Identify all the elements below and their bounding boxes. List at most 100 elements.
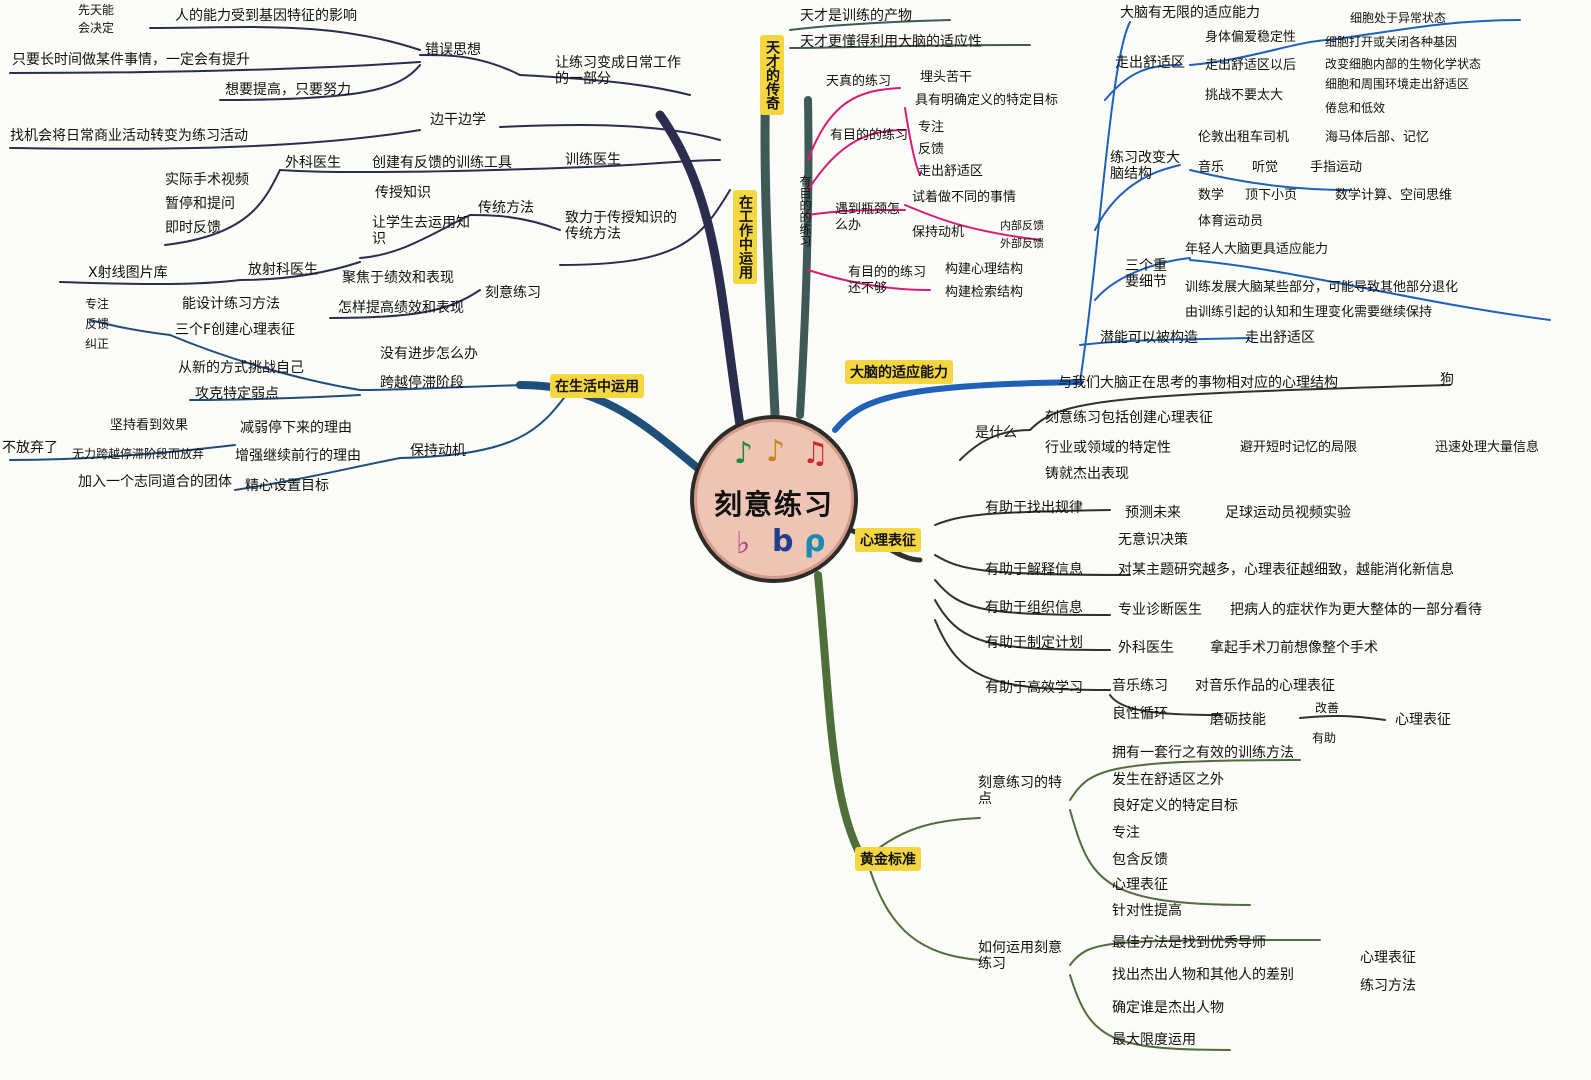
node-detail-2: 训练发展大脑某些部分，可能导致其他部分退化 xyxy=(1185,280,1459,295)
link-cycle-arrow xyxy=(1299,714,1386,721)
node-comfort-3: 挑战不要太大 xyxy=(1205,88,1284,103)
link-howto xyxy=(869,869,981,961)
node-wrong-3: 想要提高，只要努力 xyxy=(225,82,351,98)
link-stuck xyxy=(807,209,906,216)
trunk-adapt xyxy=(832,379,1083,433)
node-wrong-thought: 错误思想 xyxy=(425,42,481,58)
link-potential xyxy=(1079,337,1251,346)
link-trad xyxy=(469,214,561,231)
node-cycle-1: 磨砺技能 xyxy=(1210,712,1266,728)
link-doctor xyxy=(559,159,721,169)
node-no-progress: 没有进步怎么办 xyxy=(380,346,478,362)
link-work-daily xyxy=(519,74,691,96)
node-howto-2a: 心理表征 xyxy=(1360,950,1416,966)
node-purpose-3: 反馈 xyxy=(918,142,945,157)
node-create-mr: 三个F创建心理表征 xyxy=(175,322,296,338)
node-genius-1: 天才是训练的产物 xyxy=(800,8,912,24)
link-features-sub2 xyxy=(1069,809,1251,906)
central-title: 刻意练习 xyxy=(713,488,834,521)
node-cycle-2: 改善 xyxy=(1315,701,1340,715)
node-cell-2: 细胞打开或关闭各种基因 xyxy=(1325,35,1458,49)
node-what-3a: 避开短时记忆的局限 xyxy=(1240,440,1358,455)
node-math: 数学 xyxy=(1198,188,1225,203)
node-what: 是什么 xyxy=(975,425,1017,441)
node-howto-2b: 练习方法 xyxy=(1360,978,1416,994)
link-motivation-sub xyxy=(234,457,401,491)
node-by-doing-1: 找机会将日常商业活动转变为练习活动 xyxy=(10,128,248,144)
node-enhance: 增强继续前行的理由 xyxy=(235,448,361,464)
link-comfort xyxy=(1104,64,1181,101)
node-hard: 无力跨越停滞阶段而放弃 xyxy=(72,447,205,461)
node-howto-2: 找出杰出人物和其他人的差别 xyxy=(1112,967,1294,983)
music-notes-icon: ♫ xyxy=(802,436,829,471)
trunk-work xyxy=(655,110,745,430)
link-surgeon-sub xyxy=(164,169,281,246)
node-weak: 攻克特定弱点 xyxy=(195,386,279,402)
node-plan-2: 拿起手术刀前想像整个手术 xyxy=(1210,640,1378,656)
node-cell-1: 细胞处于异常状态 xyxy=(1350,11,1447,25)
link-details-sub xyxy=(1189,259,1551,321)
node-what-3b: 迅速处理大量信息 xyxy=(1435,440,1540,455)
node-stuck-2b: 外部反馈 xyxy=(1000,237,1044,250)
node-feature-3: 良好定义的特定目标 xyxy=(1112,798,1238,814)
link-genius-2 xyxy=(789,44,1031,49)
node-explain-1: 对某主题研究越多，心理表征越细致，越能消化新信息 xyxy=(1118,562,1454,578)
node-organize-1: 专业诊断医生 xyxy=(1118,602,1202,618)
link-pattern xyxy=(934,509,1111,526)
node-cycle-4: 心理表征 xyxy=(1395,712,1451,728)
node-organize-2: 把病人的症状作为更大整体的一部分看待 xyxy=(1230,602,1482,618)
node-quit: 不放弃了 xyxy=(2,440,58,456)
node-surgeon: 外科医生 xyxy=(285,155,341,171)
node-pattern-3: 无意识决策 xyxy=(1118,532,1188,548)
link-bydoing xyxy=(499,123,721,141)
link-wrong-1 xyxy=(149,26,421,51)
branch-mental-title: 心理表征 xyxy=(855,528,921,552)
link-unlimited xyxy=(1079,21,1131,383)
node-calc: 数学计算、空间思维 xyxy=(1335,188,1453,203)
link-more xyxy=(807,269,931,291)
node-hippo: 海马体后部、记忆 xyxy=(1325,130,1430,145)
node-potential-1: 走出舒适区 xyxy=(1245,330,1315,346)
branch-genius-title: 天才的传奇 xyxy=(760,35,784,115)
link-details xyxy=(1094,257,1191,301)
node-detail-1: 年轻人大脑更具适应能力 xyxy=(1185,242,1329,257)
node-hearing: 听觉 xyxy=(1252,160,1279,175)
node-trad-2: 让学生去运用知识 xyxy=(372,215,470,247)
branch-work-title: 在工作中运用 xyxy=(733,190,757,284)
branch-life-title: 在生活中运用 xyxy=(550,374,644,398)
node-unlimited: 大脑有无限的适应能力 xyxy=(1120,5,1260,21)
node-what-2: 刻意练习包括创建心理表征 xyxy=(1045,410,1213,426)
node-stuck: 遇到瓶颈怎么办 xyxy=(835,202,901,233)
node-more-2: 构建检索结构 xyxy=(945,285,1024,300)
node-design: 能设计练习方法 xyxy=(182,296,280,312)
node-plateau: 跨越停滞阶段 xyxy=(380,375,464,391)
node-learn-1: 音乐练习 xyxy=(1112,678,1168,694)
node-cycle-3: 有助 xyxy=(1312,731,1337,745)
node-music: 音乐 xyxy=(1198,160,1225,175)
node-howto: 如何运用刻意练习 xyxy=(978,940,1062,972)
node-deliberate-2: 怎样提高绩效和表现 xyxy=(338,300,464,316)
node-athlete: 体育运动员 xyxy=(1198,214,1264,229)
node-comfort: 走出舒适区 xyxy=(1115,55,1185,71)
node-what-1b: 狗 xyxy=(1440,372,1454,388)
link-wrong xyxy=(419,54,521,76)
node-3f-2: 反馈 xyxy=(85,317,110,331)
link-deliberate xyxy=(329,289,481,319)
music-symbol-icon: b xyxy=(772,524,794,559)
link-surgeon xyxy=(279,169,371,173)
node-stuck-1: 试着做不同的事情 xyxy=(912,190,1017,205)
node-adhere: 坚持看到效果 xyxy=(110,418,189,433)
node-by-doing: 边干边学 xyxy=(430,112,486,128)
node-feature-7: 针对性提高 xyxy=(1112,903,1182,919)
link-features-sub xyxy=(1069,759,1301,801)
node-radiology: 放射科医生 xyxy=(248,262,318,278)
node-trad: 传统方法 xyxy=(478,200,534,216)
node-surgeon-2: 暂停和提问 xyxy=(165,196,235,212)
trunk-life xyxy=(516,381,704,474)
link-radiology xyxy=(239,261,361,281)
node-surgeon-1: 实际手术视频 xyxy=(165,172,249,188)
link-purpose xyxy=(807,129,906,191)
node-howto-4: 最大限度运用 xyxy=(1112,1032,1196,1048)
node-howto-3: 确定谁是杰出人物 xyxy=(1112,1000,1224,1016)
